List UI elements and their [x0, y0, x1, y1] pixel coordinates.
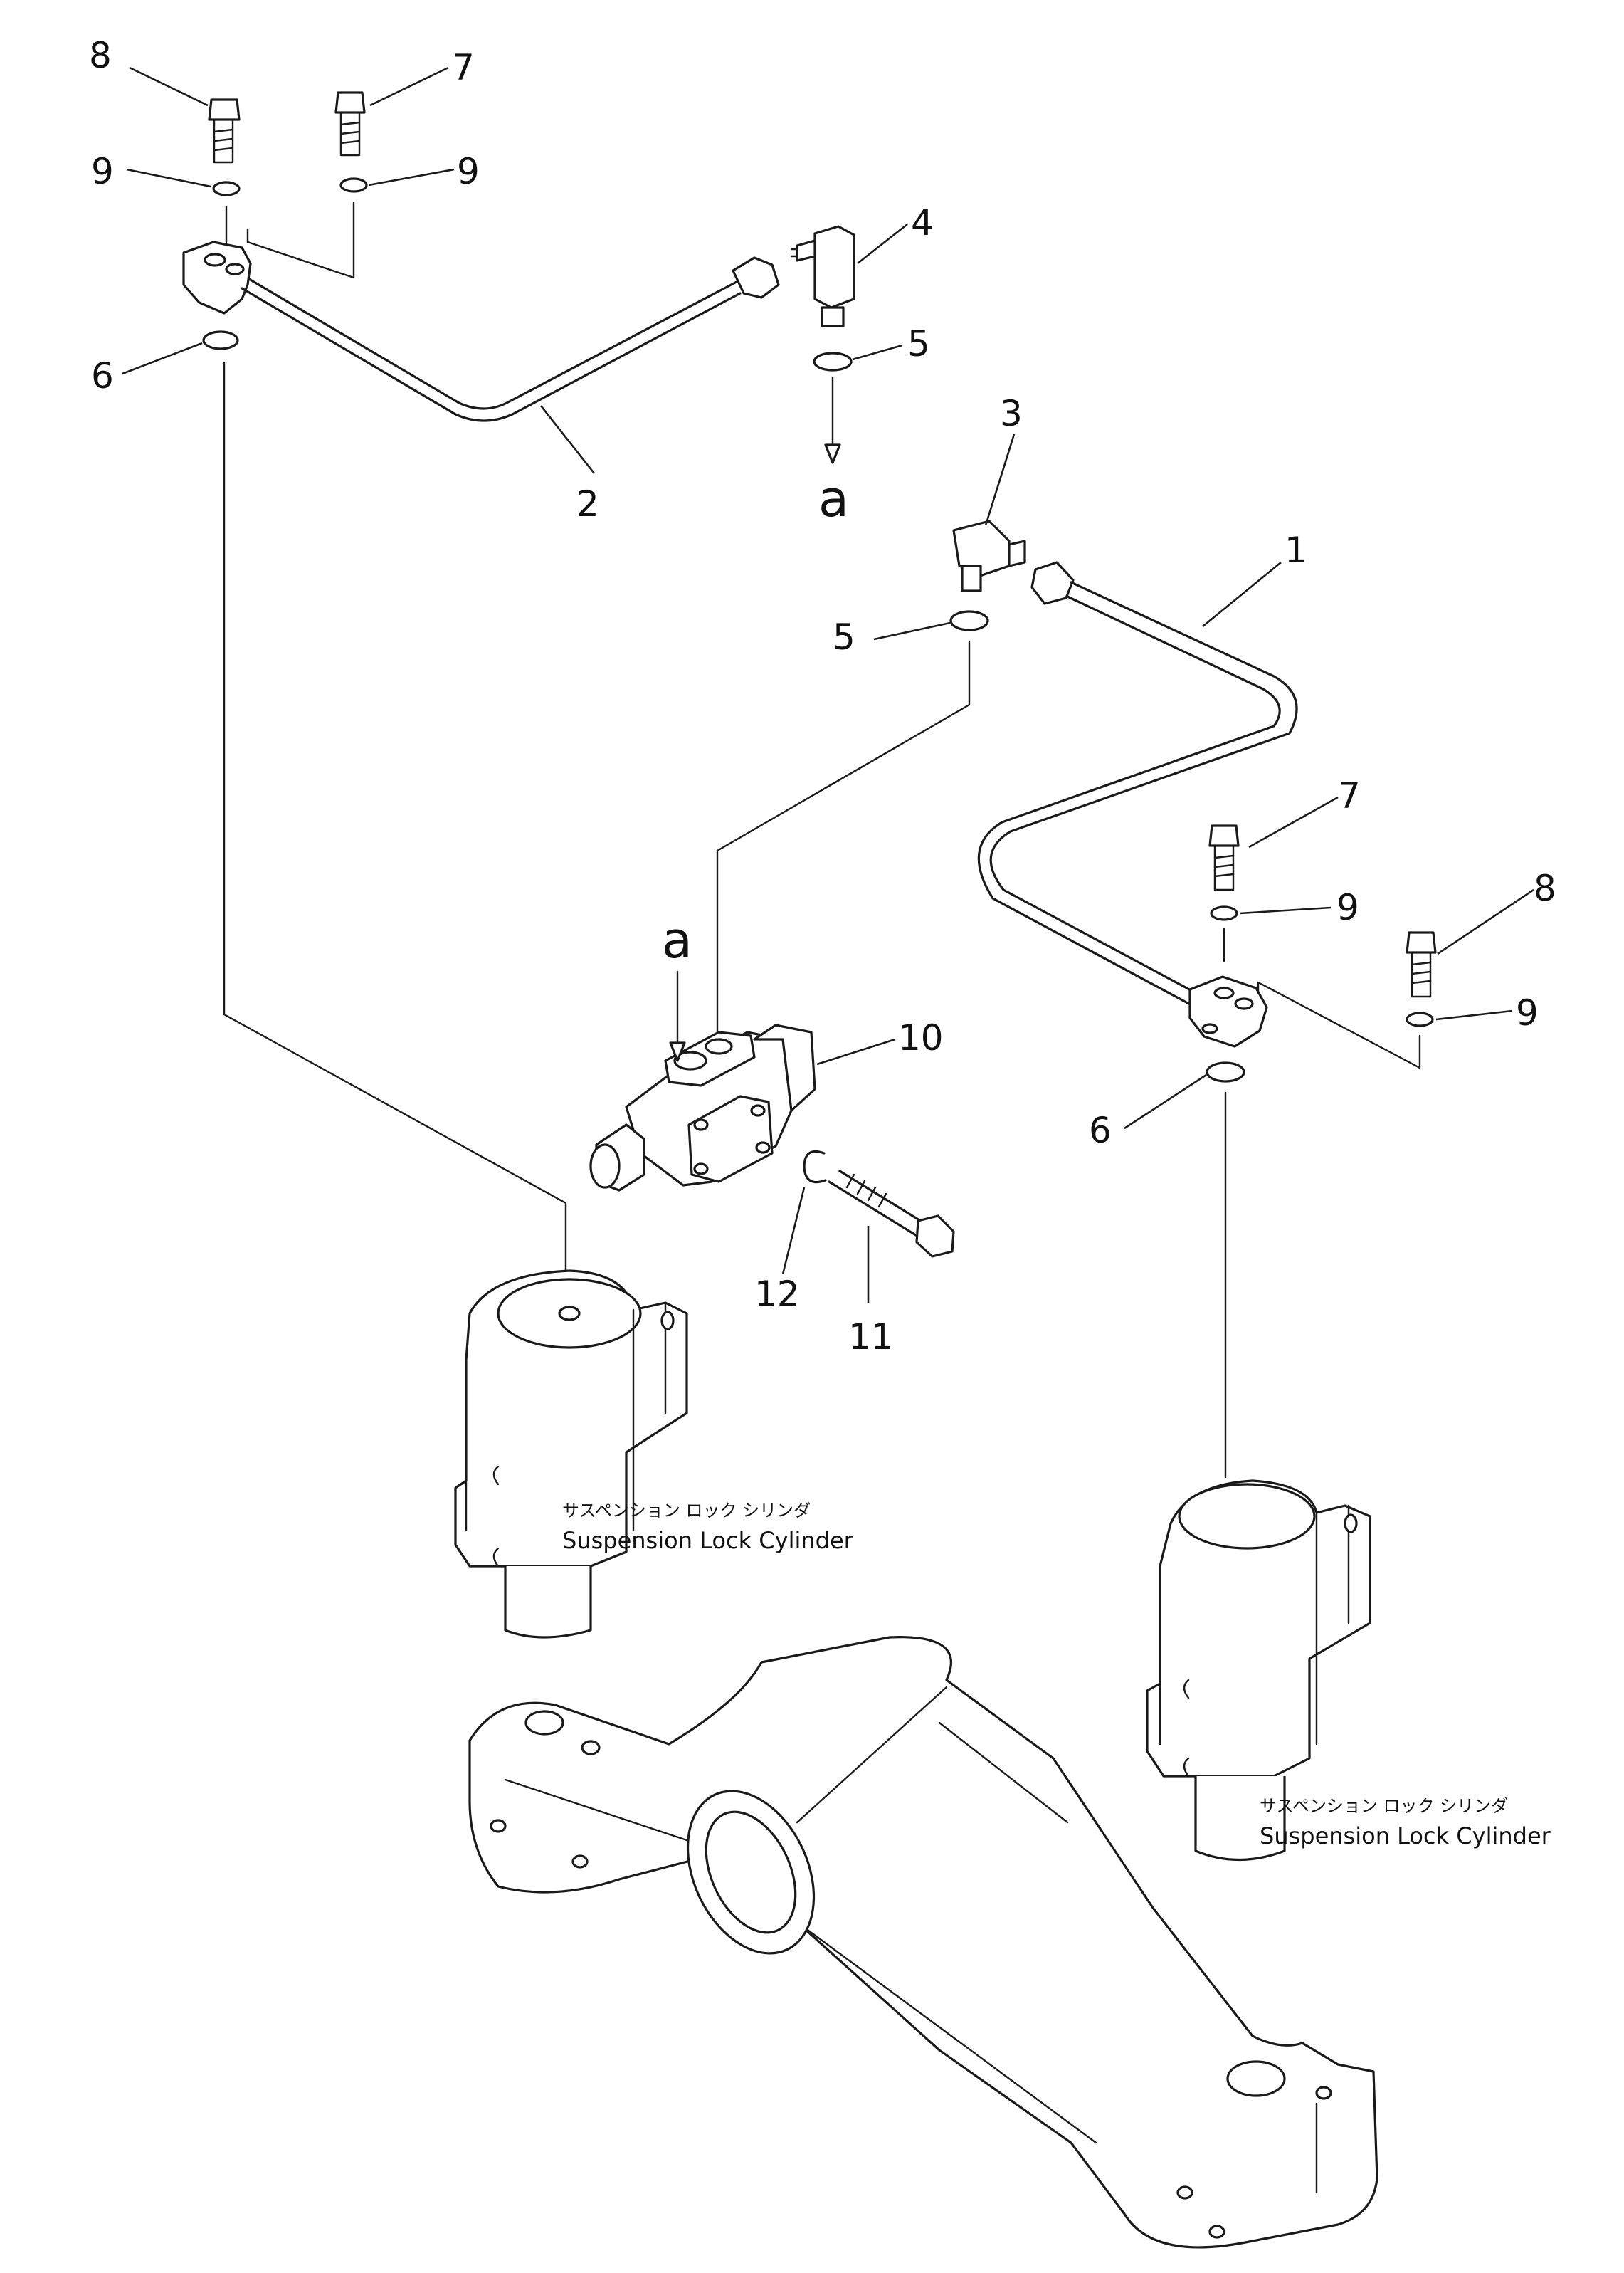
callout-9-right-b: 9 — [1516, 992, 1539, 1034]
pressure-switch-4 — [790, 225, 855, 327]
suspension-lock-cylinder-left — [454, 1269, 688, 1639]
callout-2: 2 — [576, 483, 599, 525]
callout-8-top-left: 8 — [89, 35, 112, 76]
bolt-8-left — [208, 98, 241, 164]
callout-7-right: 7 — [1338, 775, 1361, 817]
washer-12 — [803, 1150, 827, 1184]
washer-9-right-a — [1210, 905, 1238, 921]
bolt-7-right — [1208, 824, 1240, 891]
callout-6-left: 6 — [91, 355, 114, 397]
callout-1: 1 — [1285, 530, 1307, 571]
callout-6-right: 6 — [1089, 1110, 1112, 1151]
elbow-fitting-3 — [952, 520, 1026, 592]
right-cylinder-label-jp: サスペンション ロック シリンダ — [1260, 1796, 1508, 1816]
connection-mark-a-top: a — [818, 470, 849, 528]
left-cylinder-label-en: Suspension Lock Cylinder — [562, 1527, 854, 1554]
valve-10 — [589, 1024, 816, 1192]
tube-2 — [241, 287, 742, 422]
callout-9-top-left-a: 9 — [91, 151, 114, 192]
callout-3: 3 — [1000, 393, 1023, 434]
bolt-11 — [828, 1170, 955, 1258]
callout-11: 11 — [848, 1316, 894, 1358]
callout-10: 10 — [898, 1017, 944, 1059]
suspension-lock-cylinder-right — [1146, 1479, 1371, 1862]
callout-9-top-left-b: 9 — [457, 151, 480, 192]
tube-assembly-2 — [182, 91, 780, 1283]
o-ring-6-right — [1206, 1061, 1245, 1083]
callout-8-right: 8 — [1534, 868, 1556, 909]
washer-9-left-a — [212, 181, 241, 196]
right-cylinder-label-en: Suspension Lock Cylinder — [1260, 1822, 1551, 1849]
callout-12: 12 — [754, 1274, 800, 1315]
callout-4: 4 — [911, 202, 934, 243]
callout-5-mid: 5 — [833, 616, 855, 658]
bolt-7-left — [334, 91, 366, 157]
flange-right — [1188, 975, 1268, 1048]
callout-9-right-a: 9 — [1336, 887, 1359, 928]
tube-1 — [977, 561, 1298, 1009]
washer-9-left-b — [339, 177, 368, 193]
connection-mark-a-valve: a — [662, 911, 692, 970]
axle-housing — [468, 1636, 1378, 2249]
left-cylinder-label-jp: サスペンション ロック シリンダ — [562, 1501, 811, 1521]
washer-9-right-b — [1406, 1012, 1434, 1027]
bolt-8-right — [1406, 931, 1437, 998]
flange-left — [182, 241, 252, 315]
callout-5-top: 5 — [907, 323, 930, 364]
o-ring-5-mid — [949, 610, 989, 631]
o-ring-6-left — [202, 330, 239, 350]
o-ring-5-top — [813, 352, 853, 372]
callout-7-top-left: 7 — [452, 47, 475, 88]
